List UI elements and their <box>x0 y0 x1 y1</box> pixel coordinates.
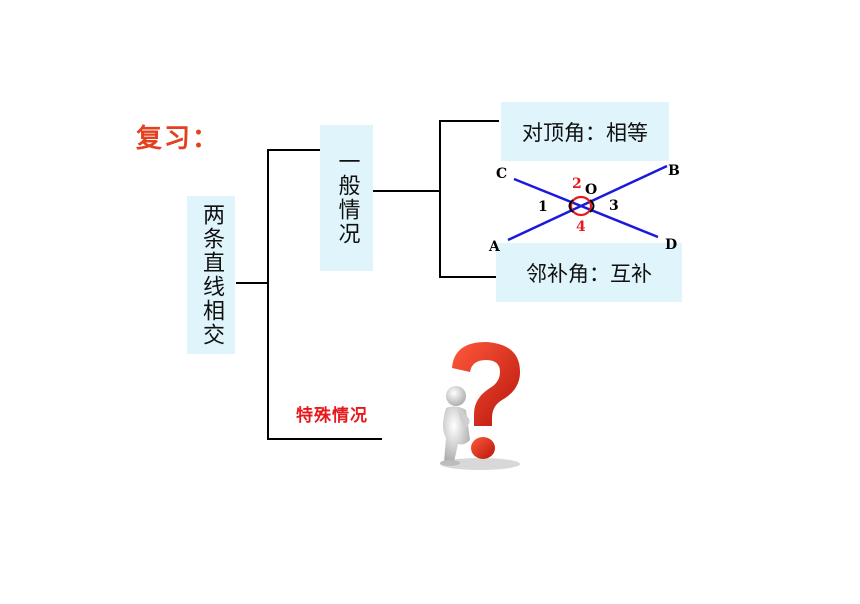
adjacent-branch-h <box>439 276 497 278</box>
point-label-d: D <box>665 237 677 253</box>
angle-mark-1 <box>568 199 574 213</box>
page-title: 复习： <box>136 124 221 154</box>
angle-mark-2-4 <box>569 195 593 217</box>
general-connector-v <box>439 120 441 278</box>
general-connector-h <box>373 190 440 192</box>
root-box-label: 两条直线相交 <box>199 203 224 347</box>
root-connector-h <box>236 282 268 284</box>
special-case-label: 特殊情况 <box>296 406 368 426</box>
point-label-a: A <box>488 239 501 255</box>
angle-label-3: 3 <box>609 198 619 214</box>
point-label-o: O <box>585 182 597 198</box>
vertical-angles-box: 对顶角：相等 <box>501 102 669 161</box>
root-connector-v <box>267 149 269 440</box>
question-figure-icon <box>440 342 520 470</box>
adjacent-angles-box: 邻补角：互补 <box>496 243 682 302</box>
vertical-angles-label: 对顶角：相等 <box>522 120 648 145</box>
point-label-b: B <box>668 163 680 179</box>
intersecting-lines-figure: C B A D O 1 2 3 4 <box>488 163 680 255</box>
general-case-box: 一般情况 <box>320 125 373 271</box>
root-box: 两条直线相交 <box>187 196 235 354</box>
point-label-c: C <box>496 166 507 182</box>
angle-mark-3 <box>589 199 595 213</box>
special-branch-h <box>267 438 382 440</box>
angle-label-2: 2 <box>572 176 582 192</box>
angle-label-4: 4 <box>576 219 586 235</box>
line-cd <box>513 177 659 239</box>
line-ab <box>507 164 668 242</box>
adjacent-angles-label: 邻补角：互补 <box>526 261 652 286</box>
angle-label-1: 1 <box>538 199 548 215</box>
vertical-branch-h <box>439 120 499 122</box>
general-case-label: 一般情况 <box>334 150 360 246</box>
general-branch-h <box>267 149 320 151</box>
